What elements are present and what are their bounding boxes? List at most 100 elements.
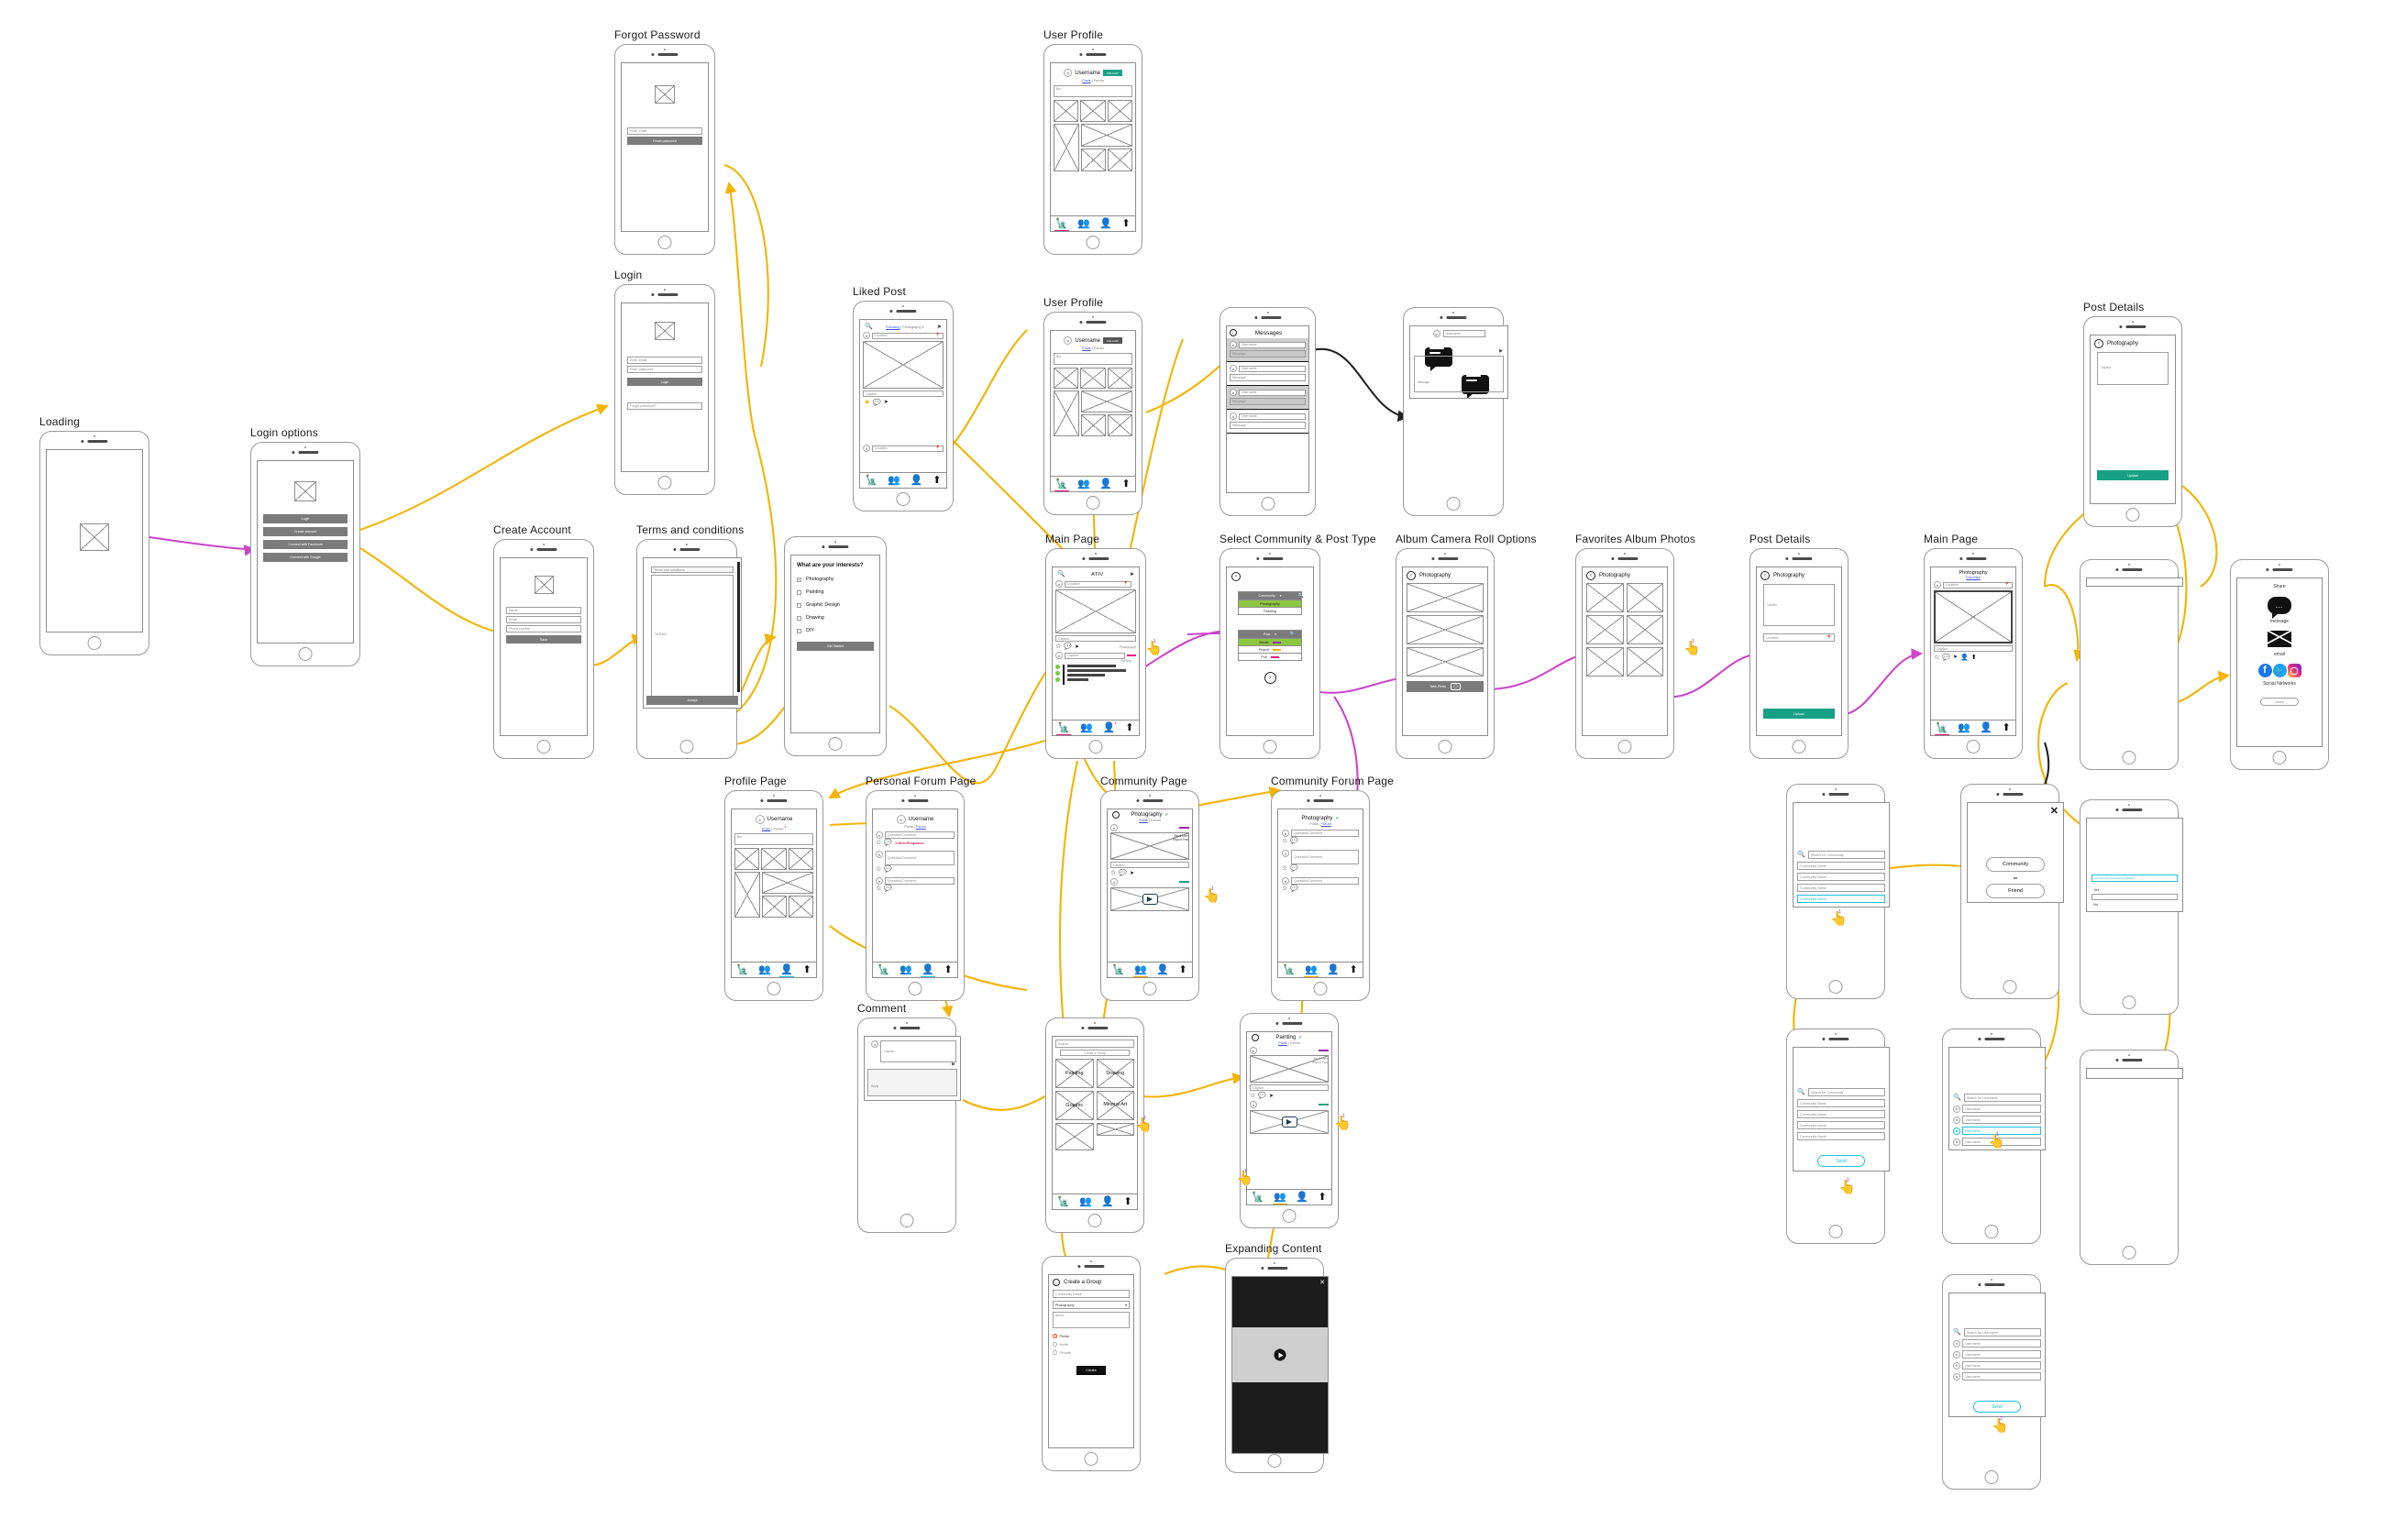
result-item[interactable]: Community Name: [1797, 1110, 1885, 1118]
star-icon[interactable]: ☆: [1934, 654, 1940, 661]
comment-icon[interactable]: 💬: [1942, 654, 1950, 661]
result-item[interactable]: Community Name: [1797, 1132, 1885, 1140]
home-button[interactable]: [1984, 1225, 1999, 1238]
nav-profile-icon[interactable]: 👤: [779, 963, 794, 977]
tap-hotspot[interactable]: 👆1: [1236, 1169, 1253, 1186]
confirm-yes[interactable]: Yes: [2093, 887, 2100, 892]
search-icon[interactable]: 🔍: [1797, 1089, 1805, 1095]
password-input[interactable]: Enter password: [627, 366, 702, 373]
favorite-photo[interactable]: [1586, 583, 1624, 612]
tab-forum[interactable]: Forum: [1093, 79, 1104, 82]
caption-textarea[interactable]: Caption: [2097, 352, 2169, 385]
star-icon[interactable]: ☆: [1282, 886, 1288, 892]
nav-community-icon[interactable]: 👥: [1133, 963, 1148, 977]
send-icon[interactable]: ➤: [936, 324, 942, 330]
nav-profile-icon[interactable]: 👤 1: [1102, 720, 1117, 733]
grid-photo[interactable]: [1081, 148, 1106, 171]
result-item[interactable]: Community Name: [1797, 884, 1885, 892]
result-item-selected[interactable]: Username: [1962, 1127, 2041, 1135]
send-button[interactable]: Send: [1973, 1401, 2021, 1413]
grid-photo[interactable]: [761, 848, 787, 871]
home-button[interactable]: [1828, 980, 1843, 994]
grid-photo-wide[interactable]: [1081, 124, 1132, 147]
tab-following[interactable]: Following: [886, 324, 900, 329]
radio-invite[interactable]: [1053, 1342, 1057, 1347]
block-user-option[interactable]: Block User: [1174, 834, 1188, 838]
caption-textarea[interactable]: Caption: [1763, 584, 1835, 626]
nav-community-icon[interactable]: 👥: [888, 474, 900, 486]
bottom-nav[interactable]: 🗽 👥 👤 ⬆: [1051, 215, 1135, 231]
report-post-option[interactable]: Report Post: [1312, 1061, 1328, 1064]
forum-entry[interactable]: ☻ Question/Comment ☆ 💬: [1282, 877, 1359, 892]
avatar[interactable]: ☻: [755, 815, 765, 824]
nav-upload-icon[interactable]: ⬆: [1123, 1195, 1132, 1207]
email-input[interactable]: Enter email: [627, 127, 702, 135]
share-icon[interactable]: ➤: [1075, 644, 1080, 650]
forum-entry[interactable]: ☻ Question/Comment ☆ 💬: [876, 877, 955, 892]
forum-entry[interactable]: ☻ Question/Comment ☆ 💬: [1282, 850, 1359, 872]
facebook-icon[interactable]: f: [2257, 664, 2272, 677]
grid-photo[interactable]: [1080, 368, 1106, 389]
checkbox-drawing[interactable]: [797, 615, 801, 621]
nav-explore-icon[interactable]: 🗽: [1935, 721, 1949, 735]
post-image[interactable]: [863, 341, 944, 389]
n‌av-upload-icon[interactable]: ⬆: [1349, 963, 1358, 975]
home-button[interactable]: [1084, 1452, 1098, 1466]
result-item[interactable]: Community Name: [1797, 862, 1885, 870]
post-option-poll[interactable]: Poll: [1239, 653, 1301, 660]
tab-forum[interactable]: Forum: [1150, 819, 1161, 822]
category-tile[interactable]: [1055, 1123, 1094, 1150]
result-item[interactable]: Username: [1962, 1116, 2041, 1124]
nav-explore-icon[interactable]: 🗽: [736, 963, 749, 975]
create-button[interactable]: Create: [1076, 1366, 1106, 1375]
home-button[interactable]: [1966, 740, 1981, 754]
grid-photo[interactable]: [1054, 368, 1079, 389]
interest-option-photography[interactable]: Photography: [797, 577, 874, 582]
home-button[interactable]: [1984, 1470, 1999, 1484]
search-input[interactable]: Search: [1055, 1040, 1134, 1048]
home-button[interactable]: [298, 647, 313, 661]
result-item[interactable]: Username: [1962, 1372, 2041, 1380]
category-select[interactable]: Photography▾: [1053, 1301, 1130, 1309]
nav-profile-icon[interactable]: 👤: [1980, 721, 1993, 733]
favorite-photo[interactable]: [1586, 647, 1624, 676]
play-icon[interactable]: [1281, 1116, 1297, 1128]
result-item[interactable]: Username: [1962, 1339, 2041, 1348]
send-icon[interactable]: ➤: [1129, 571, 1134, 578]
album-photo[interactable]: [1407, 583, 1484, 612]
nav-community-icon[interactable]: 👥: [1079, 1195, 1093, 1207]
post-dropdown-header[interactable]: Post▾ 🔍: [1239, 631, 1301, 638]
tab-posts[interactable]: Posts: [1278, 1041, 1287, 1045]
more-options-icon[interactable]: ⋯: [1132, 582, 1136, 586]
grid-photo[interactable]: [1080, 100, 1106, 122]
home-button[interactable]: [1828, 1225, 1843, 1238]
privacy-option-public[interactable]: Public: [1053, 1334, 1130, 1338]
nav-upload-icon[interactable]: ⬆: [2002, 721, 2011, 733]
comment-icon[interactable]: 💬: [873, 399, 881, 406]
confirm-no[interactable]: No: [2093, 902, 2099, 907]
connect-google-button[interactable]: Connect with Google: [263, 553, 348, 562]
back-icon[interactable]: ‹: [1230, 329, 1237, 336]
report-post-option[interactable]: Report Post: [1173, 838, 1188, 842]
comment-icon[interactable]: 💬: [884, 866, 892, 873]
close-icon[interactable]: ✕: [2049, 806, 2058, 817]
email-input[interactable]: Enter email: [627, 357, 702, 364]
back-icon[interactable]: ‹: [1586, 571, 1595, 580]
privacy-option-invite[interactable]: Invite: [1053, 1342, 1130, 1347]
nav-upload-icon[interactable]: ⬆: [802, 963, 811, 975]
result-item[interactable]: Community Name: [1797, 1121, 1885, 1129]
post-image[interactable]: [1250, 1055, 1329, 1083]
connect-facebook-button[interactable]: Connect with Facebook: [263, 540, 348, 549]
terms-body[interactable]: TextField: [651, 575, 734, 703]
option-friend-button[interactable]: Friend: [1986, 884, 2045, 898]
play-icon[interactable]: [1142, 894, 1158, 905]
tab-forum[interactable]: Forum: [1320, 822, 1331, 826]
create-account-button[interactable]: Create account: [263, 527, 348, 536]
search-input[interactable]: Search for Username: [1963, 1328, 2041, 1336]
avatar[interactable]: ☻: [1432, 330, 1440, 337]
grid-photo[interactable]: [1107, 100, 1132, 122]
home-button[interactable]: [896, 492, 911, 506]
nav-community-icon[interactable]: 👥: [1958, 721, 1971, 733]
get-started-button[interactable]: Get Started: [797, 642, 874, 651]
home-button[interactable]: [536, 740, 551, 754]
